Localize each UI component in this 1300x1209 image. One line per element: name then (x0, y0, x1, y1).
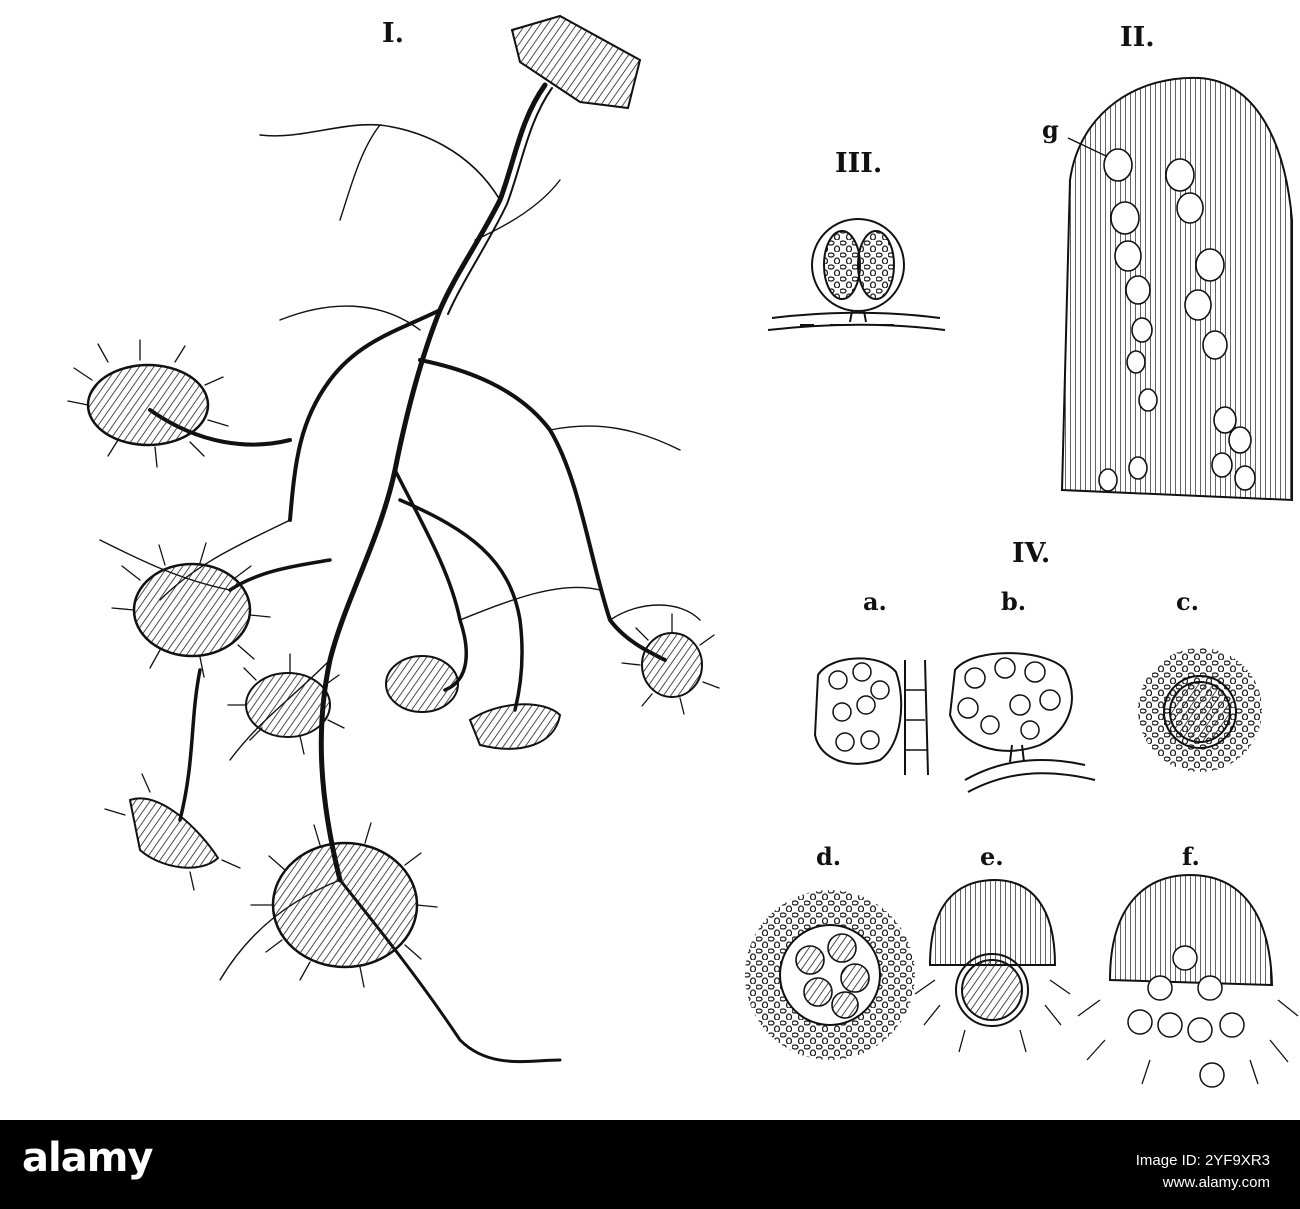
callout-g-label: g (1042, 115, 1059, 144)
stage-e (914, 878, 1071, 1053)
stage-b-label: b. (1001, 587, 1027, 616)
image-reference: Image ID: 2YF9XR3 www.alamy.com (1136, 1150, 1270, 1194)
figure-1-mycelium (67, 14, 720, 1064)
brand-logo-text: alamy (22, 1135, 153, 1181)
stage-d (745, 890, 915, 1060)
engraving-plate: I. II. III. IV. a. b. c. d. e. f. g (67, 14, 1299, 1088)
site-url: www.alamy.com (1162, 1173, 1270, 1191)
figure-2-label: II. (1120, 22, 1155, 53)
figure-3-sporangium (767, 218, 946, 331)
figure-1-label: I. (382, 18, 405, 49)
stage-d-label: d. (816, 842, 842, 871)
image-id: Image ID: 2YF9XR3 (1135, 1152, 1270, 1169)
stage-a-label: a. (863, 587, 887, 616)
stage-e-label: e. (980, 842, 1004, 871)
stage-a (813, 657, 929, 776)
figure-3-label: III. (835, 148, 883, 179)
stage-f-label: f. (1182, 842, 1200, 871)
figure-2-hyphal-tip (1060, 76, 1293, 502)
stage-b (948, 652, 1096, 793)
figure-4-label: IV. (1012, 538, 1051, 569)
stage-c-label: c. (1176, 587, 1199, 616)
stage-c (1138, 648, 1262, 772)
watermark-footer (0, 1120, 1300, 1209)
engraving-illustration (67, 14, 1299, 1088)
figure-4-stages (745, 648, 1299, 1088)
stage-f (1077, 873, 1299, 1088)
